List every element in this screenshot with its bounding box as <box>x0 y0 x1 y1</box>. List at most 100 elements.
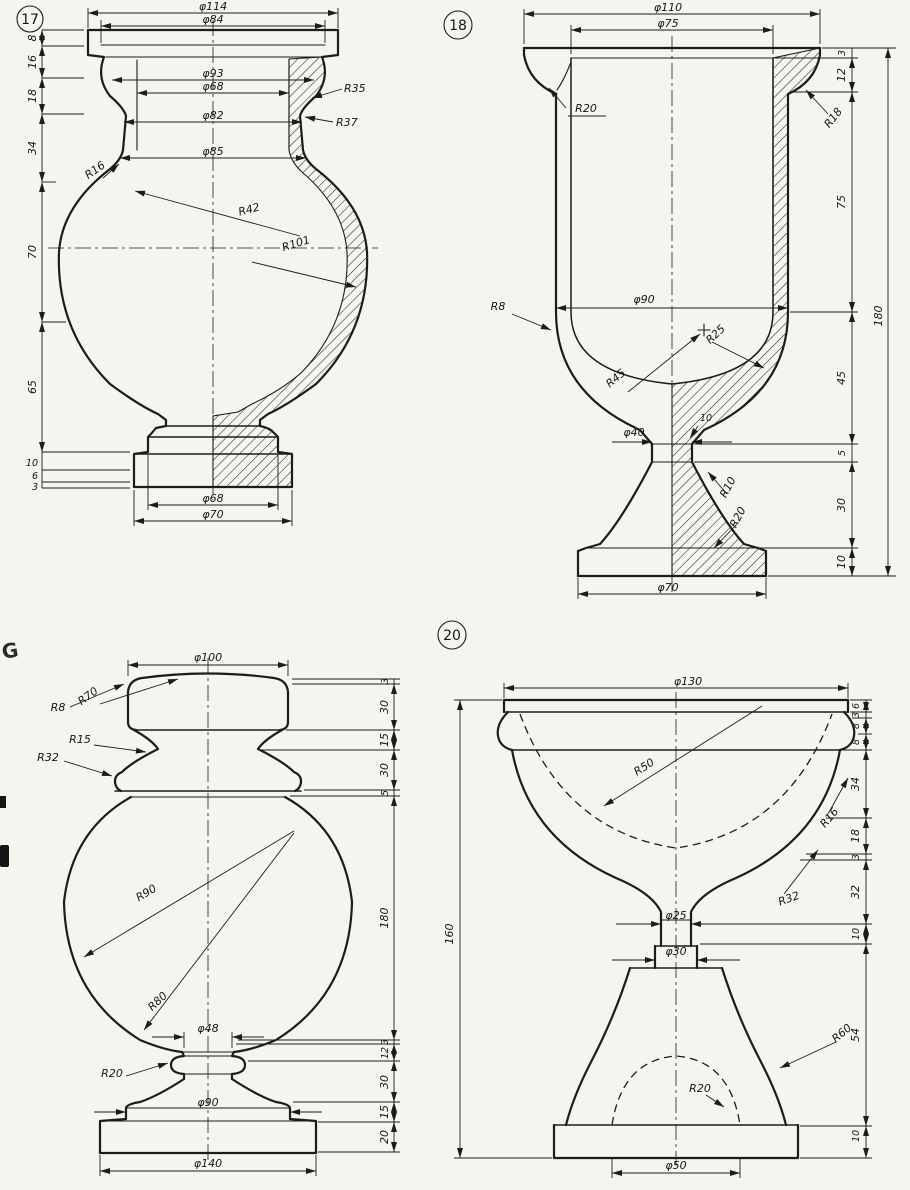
chain20-seg4: 34 <box>849 777 862 791</box>
chain18-seg4: 5 <box>837 450 848 456</box>
chain19-seg7: 12 <box>380 1047 391 1059</box>
dim-phi40: φ40 <box>623 426 644 439</box>
chain19-seg9: 15 <box>378 1105 391 1119</box>
vase19-foot-right <box>230 1077 318 1155</box>
chain17-seg2: 18 <box>26 89 39 103</box>
dim-phi50: φ50 <box>665 1159 686 1172</box>
vase19-cap-left <box>126 690 138 732</box>
dim-phi82: φ82 <box>202 109 223 122</box>
chain20-seg10: 10 <box>851 1130 862 1142</box>
dim-phi70: φ70 <box>202 508 223 521</box>
vase20-ovolo-left <box>496 710 514 752</box>
chain17-seg6: 10 <box>26 458 38 469</box>
vase20-bowl-interior-hidden <box>519 713 833 849</box>
figure-17: 17 φ114 φ84 φ93 φ68 φ82 φ85 R3 <box>16 0 378 526</box>
chain20-seg5: 18 <box>849 829 862 843</box>
chain17-seg1: 16 <box>26 55 39 69</box>
figure-17-number-circle <box>16 5 44 33</box>
fig17-left-chain: 8 16 18 34 70 65 10 6 3 <box>26 29 130 493</box>
dim-r20-top: R20 <box>575 102 597 115</box>
chain20-seg6: 3 <box>851 854 862 860</box>
dim-180-overall: 180 <box>872 306 885 327</box>
dim-r20-bottom: R20 <box>727 505 749 530</box>
figure-18-number-circle <box>443 10 473 40</box>
chain20-seg7: 32 <box>849 885 862 899</box>
vase19-body-left <box>62 795 184 1054</box>
dim-phi70: φ70 <box>657 581 678 594</box>
dim-r42: R42 <box>237 201 261 219</box>
figure-20: 20 φ130 R50 R16 <box>437 620 872 1178</box>
vase19-cap-top <box>126 672 290 694</box>
figure-18: 18 φ110 φ75 R20 R18 φ90 <box>443 1 896 599</box>
dim-r20: R20 <box>101 1067 123 1080</box>
dim-phi90: φ90 <box>197 1096 218 1109</box>
dim-r16: R16 <box>82 159 107 182</box>
dim-r32: R32 <box>776 889 801 909</box>
vase18-inner-right <box>671 57 774 385</box>
dim-r8: R8 <box>51 701 66 714</box>
dim-phi114: φ114 <box>199 0 227 13</box>
chain20-seg9: 54 <box>849 1028 862 1042</box>
scan-artifacts: G <box>0 637 20 867</box>
vase18-inner-left <box>570 57 673 385</box>
vase20-foot-right <box>720 966 788 1127</box>
chain17-seg5: 65 <box>26 380 39 394</box>
chain17-seg3: 34 <box>26 141 39 155</box>
fig18-right-chain: 3 12 75 45 5 30 10 180 <box>694 47 896 577</box>
scan-artifact-blob <box>0 796 6 808</box>
chain19-seg5: 180 <box>378 908 391 929</box>
dim-phi110: φ110 <box>654 1 682 14</box>
figure-20-number-circle <box>437 620 467 650</box>
vase20-foot-cavity-hidden <box>611 1055 741 1126</box>
vase19-cap-right <box>278 690 290 732</box>
chain18-seg1: 12 <box>835 68 848 82</box>
dim-r8: R8 <box>491 300 506 313</box>
fig17-dimensions: φ114 φ84 φ93 φ68 φ82 φ85 R35 R37 R16 R42… <box>82 0 366 526</box>
chain17-seg8: 3 <box>32 482 38 493</box>
chain19-seg1: 30 <box>378 700 391 714</box>
figure-20-number: 20 <box>443 628 461 644</box>
chain18-seg5: 30 <box>835 498 848 512</box>
chain19-seg2: 15 <box>378 733 391 747</box>
chain19-seg3: 30 <box>378 763 391 777</box>
vase19-neck-right <box>256 728 296 774</box>
chain20-seg2: 8 <box>851 723 862 729</box>
dim-phi90: φ90 <box>633 293 654 306</box>
vase19-body-right <box>232 795 354 1054</box>
vase18-outer-left <box>522 46 654 578</box>
dim-phi75: φ75 <box>657 17 678 30</box>
chain19-seg4: 5 <box>380 790 391 796</box>
figure-19: φ100 R8 R70 R15 R32 R90 R80 φ48 R20 φ90 … <box>37 651 400 1176</box>
chain20-seg8: 10 <box>851 928 862 940</box>
dim-r25: R25 <box>703 322 728 346</box>
fig20-right-chain: 6 3 8 8 34 18 3 32 10 54 10 <box>696 699 872 1159</box>
chain18-seg6: 10 <box>835 555 848 569</box>
dim-r70: R70 <box>75 685 100 708</box>
dim-r15: R15 <box>69 733 91 746</box>
dim-r18: R18 <box>821 105 845 130</box>
chain20-seg0: 6 <box>851 703 862 709</box>
dim-r20: R20 <box>689 1082 711 1095</box>
dim-phi48: φ48 <box>197 1022 218 1035</box>
vase18-outer-right <box>690 46 822 578</box>
dim-phi140: φ140 <box>194 1157 222 1170</box>
vase19-neck-left <box>120 728 160 774</box>
dim-phi68-bottom: φ68 <box>202 492 223 505</box>
vase20-foot-left <box>564 966 632 1127</box>
chain18-seg0: 3 <box>837 50 848 56</box>
dim-r90: R90 <box>134 882 159 904</box>
figure-17-number: 17 <box>21 12 39 28</box>
dim-phi85: φ85 <box>202 145 223 158</box>
chain17-seg0: 8 <box>26 35 39 42</box>
dim-phi84: φ84 <box>202 13 223 26</box>
chain19-seg8: 30 <box>378 1075 391 1089</box>
dim-r10: R10 <box>717 475 739 500</box>
vase17-outline <box>57 28 369 489</box>
dim-phi25: φ25 <box>665 909 686 922</box>
chain18-seg3: 45 <box>835 371 848 385</box>
figure-18-number: 18 <box>449 18 467 34</box>
vase19-collar-left <box>113 770 124 793</box>
dim-r32: R32 <box>37 751 59 764</box>
